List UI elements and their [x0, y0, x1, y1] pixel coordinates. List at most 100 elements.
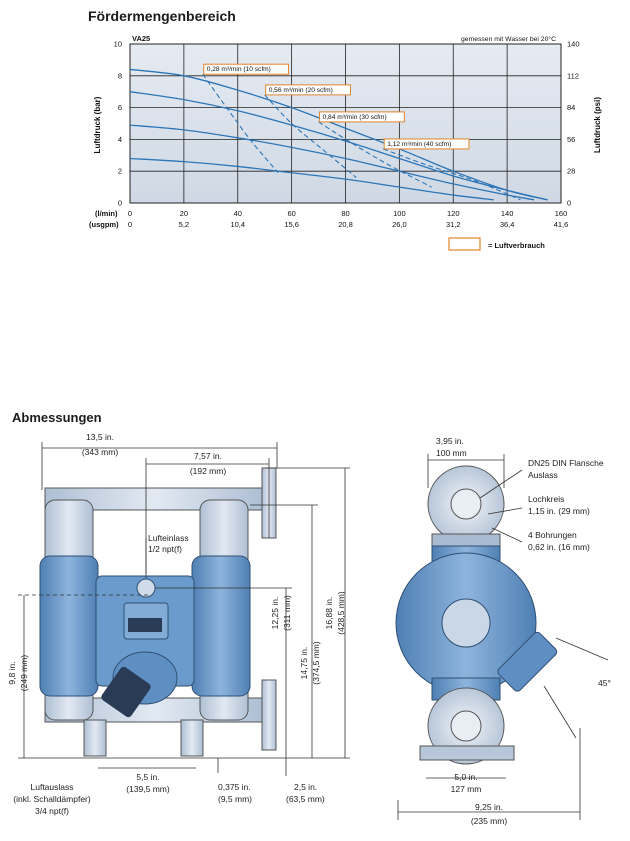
y-axis-label: Luftdruck (bar)	[93, 96, 102, 153]
right-pump-chamber	[191, 555, 251, 697]
side-width-mm: (235 mm)	[471, 816, 508, 826]
y-tick-label: 4	[118, 135, 122, 144]
air-outlet-muffler: (inkl. Schalldämpfer)	[13, 794, 91, 804]
side-outlet-label: DN25 DIN Flansche	[528, 458, 604, 468]
air-inlet-label: Lufteinlass	[148, 533, 189, 543]
inlet-height-in: 2,5 in.	[294, 782, 317, 792]
air-consumption-label: 0,84 m³/min (30 scfm)	[323, 114, 387, 121]
x-tick-label-usgpm: 0	[128, 220, 132, 229]
front-width-in: 13,5 in.	[86, 432, 114, 442]
flow-curve-2	[129, 91, 548, 201]
inlet-flange	[261, 679, 277, 751]
center-outlet-in: 7,57 in.	[194, 451, 222, 461]
x-tick-label-usgpm: 36,4	[500, 220, 515, 229]
left-foot	[83, 719, 107, 757]
height-inlet-mm: (311 mm)	[282, 595, 292, 631]
flow-curve-4	[129, 157, 494, 201]
side-angle: 45°	[598, 678, 611, 688]
height-total-in: 16,88 in.	[324, 597, 334, 630]
side-holes-label: 4 Bohrungen	[528, 530, 577, 540]
x-axis-label-usgpm: (usgpm)	[89, 220, 119, 229]
y-tick-label: 6	[118, 103, 122, 112]
air-inlet-port	[136, 578, 156, 598]
y2-tick-label: 56	[567, 135, 575, 144]
x-tick-label: 20	[180, 209, 188, 218]
y2-axis-label: Luftdruck (psi)	[593, 97, 602, 153]
flow-range-heading: Fördermengenbereich	[88, 8, 236, 24]
x-tick-label-usgpm: 20,8	[338, 220, 353, 229]
control-plate	[128, 618, 162, 632]
x-tick-label-usgpm: 41,6	[554, 220, 569, 229]
flow-curve-1	[129, 68, 548, 201]
y2-tick-label: 0	[567, 199, 571, 208]
side-flange-mm: 100 mm	[436, 448, 467, 458]
flow-chart: 0,28 m³/min (10 scfm) 0,56 m³/min (20 scf…	[89, 34, 602, 251]
x-tick-label-usgpm: 15,6	[284, 220, 299, 229]
side-view-drawing: 3,95 in. 100 mm DN25 DIN Flansche Auslas…	[395, 436, 611, 826]
air-consumption-line-4	[383, 148, 521, 201]
air-label-box	[383, 138, 470, 150]
side-base-mm: 127 mm	[451, 784, 482, 794]
chart-note: gemessen mit Wasser bei 20°C	[461, 35, 556, 43]
center-outlet-mm: (192 mm)	[190, 466, 227, 476]
x-tick-label-usgpm: 31,2	[446, 220, 461, 229]
inlet-bore	[450, 710, 482, 742]
y2-tick-label: 84	[567, 103, 575, 112]
x-axis-label-lmin: (l/min)	[95, 209, 118, 218]
front-view-drawing: 13,5 in. (343 mm) 7,57 in. (192 mm) Luft…	[7, 432, 350, 816]
air-consumption-line-3	[318, 121, 432, 188]
x-tick-label: 60	[287, 209, 295, 218]
left-pump-chamber	[39, 555, 99, 697]
x-tick-label: 80	[341, 209, 349, 218]
air-label-box	[265, 84, 351, 96]
air-consumption-label: 1,12 m³/min (40 scfm)	[387, 141, 451, 148]
x-tick-label: 120	[447, 209, 460, 218]
inlet-height-mm: (63,5 mm)	[286, 794, 325, 804]
air-outlet-label: Luftauslass	[31, 782, 74, 792]
air-consumption-label: 0,56 m³/min (20 scfm)	[269, 87, 333, 94]
muffler	[101, 666, 151, 718]
x-tick-label-usgpm: 5,2	[179, 220, 189, 229]
side-base	[419, 745, 515, 761]
side-muffler	[497, 631, 558, 692]
height-suction-mm: (249 mm)	[19, 655, 29, 692]
side-center-hub	[441, 598, 491, 648]
y2-tick-label: 140	[567, 40, 580, 49]
right-foot	[180, 719, 204, 757]
base-width-mm: (139,5 mm)	[126, 784, 170, 794]
air-consumption-label: 0,28 m³/min (10 scfm)	[207, 66, 271, 73]
flow-curve-3	[129, 124, 535, 201]
side-width-in: 9,25 in.	[475, 802, 503, 812]
side-outlet-sub: Auslass	[528, 470, 558, 480]
outlet-bore	[450, 488, 482, 520]
base-offset-mm: (9,5 mm)	[218, 794, 252, 804]
height-outlet-in: 14,75 in.	[299, 647, 309, 680]
air-inlet-size: 1/2 npt(f)	[148, 544, 182, 554]
y-tick-label: 10	[114, 40, 122, 49]
height-total-mm: (428,5 mm)	[336, 591, 346, 635]
height-suction-in: 9,8 in.	[7, 661, 17, 684]
side-bolt-circle-size: 1,15 in. (29 mm)	[528, 506, 590, 516]
air-consumption-line-1	[202, 73, 279, 174]
legend-swatch	[448, 237, 481, 251]
x-tick-label-usgpm: 26,0	[392, 220, 407, 229]
y-tick-label: 8	[118, 71, 122, 80]
x-tick-label: 160	[555, 209, 568, 218]
y-tick-label: 2	[118, 167, 122, 176]
base-width-in: 5,5 in.	[136, 772, 159, 782]
dimensions-heading: Abmessungen	[12, 410, 102, 425]
side-holes-size: 0,62 in. (16 mm)	[528, 542, 590, 552]
x-tick-label: 100	[393, 209, 406, 218]
air-outlet-size: 3/4 npt(f)	[35, 806, 69, 816]
base-offset-in: 0,375 in.	[218, 782, 251, 792]
x-tick-label-usgpm: 10,4	[230, 220, 245, 229]
legend-label: = Luftverbrauch	[488, 241, 545, 250]
chart-title: VA25	[132, 34, 150, 43]
air-label-box	[203, 63, 289, 75]
height-outlet-mm: (374,5 mm)	[311, 641, 321, 685]
side-base-in: 5,0 in.	[454, 772, 477, 782]
x-tick-label: 0	[128, 209, 132, 218]
side-flange-in: 3,95 in.	[436, 436, 464, 446]
air-consumption-line-2	[264, 94, 357, 178]
front-width-mm: (343 mm)	[82, 447, 119, 457]
